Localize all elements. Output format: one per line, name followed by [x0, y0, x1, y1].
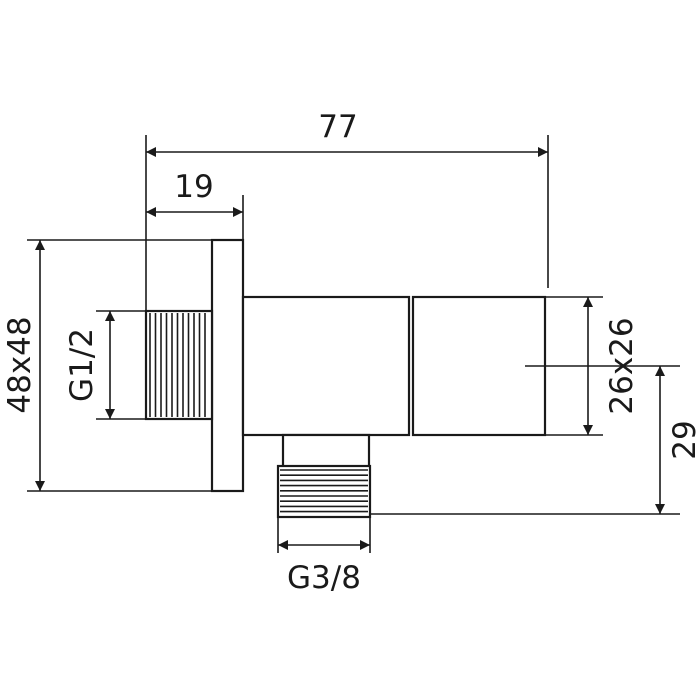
label-outlet-height: 29	[667, 420, 700, 459]
label-flange-to-thread: 19	[174, 169, 213, 205]
inlet-thread	[144, 309, 214, 421]
wall-flange	[210, 238, 245, 493]
dimension-labels: 77 19 48x48 G1/2 26x26 29 G3/8	[2, 109, 700, 596]
label-body-section: 26x26	[604, 317, 640, 414]
dimension-lines	[35, 147, 665, 550]
valve-body-block	[241, 295, 411, 437]
label-flange-size: 48x48	[2, 316, 38, 413]
label-outlet-thread: G3/8	[287, 560, 361, 596]
label-inlet-thread: G1/2	[64, 328, 100, 402]
label-overall-length: 77	[318, 109, 357, 145]
valve-handle-block	[411, 295, 547, 437]
outlet-thread	[276, 464, 372, 519]
valve-part-outline	[144, 238, 547, 519]
outlet-neck	[281, 433, 371, 471]
